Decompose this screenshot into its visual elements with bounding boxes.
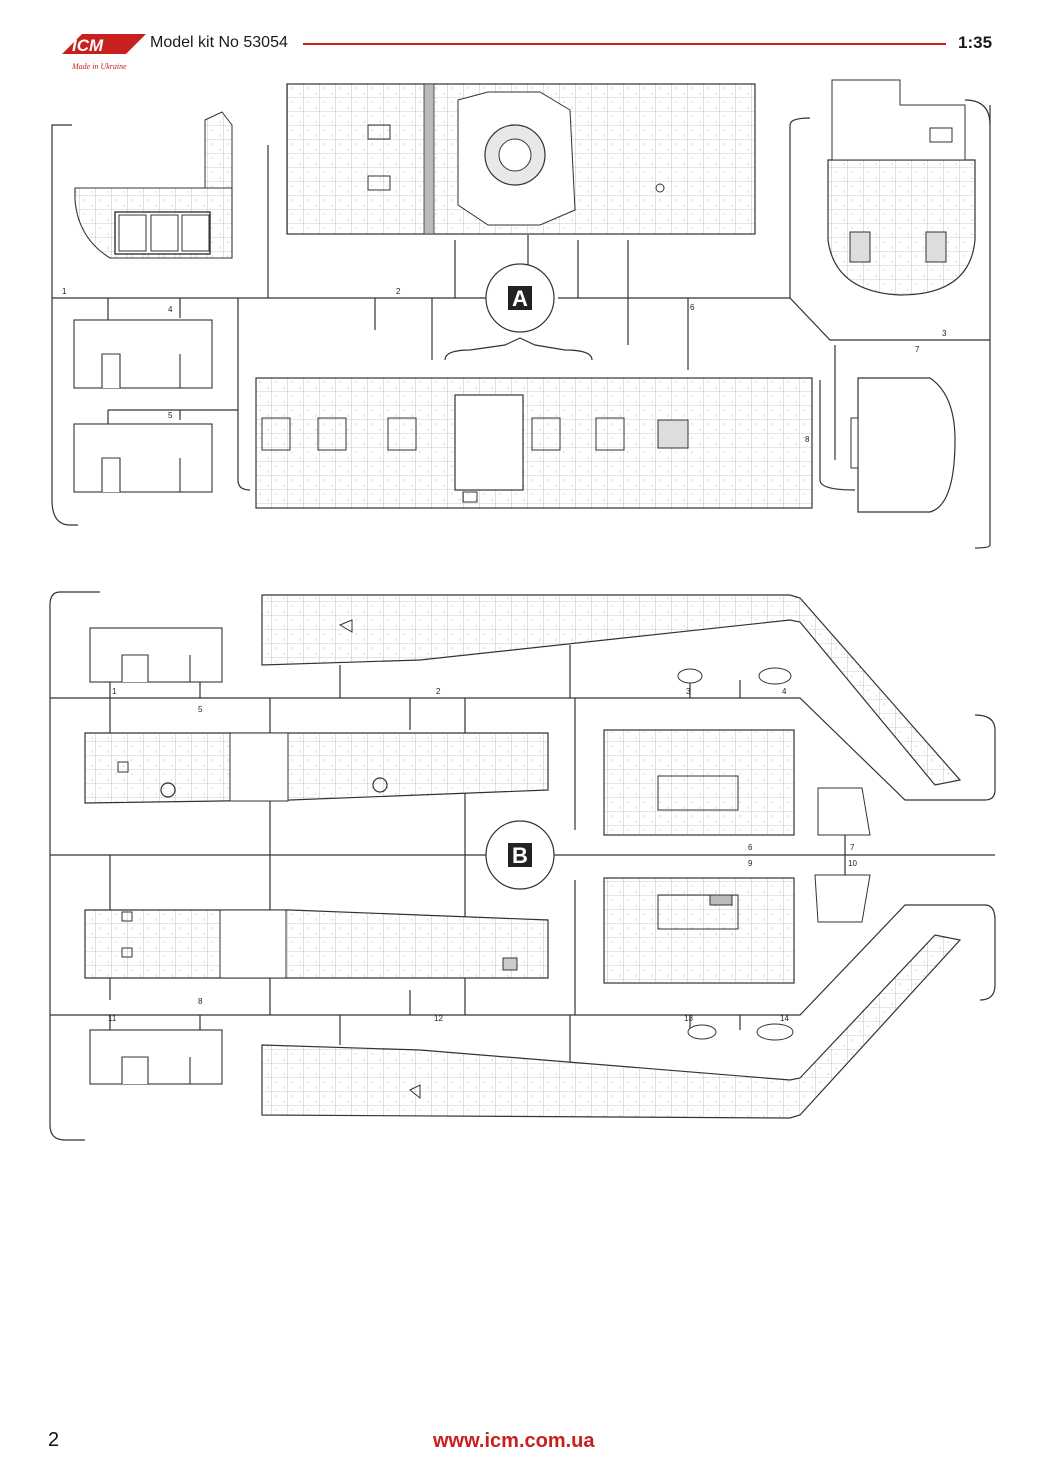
icm-logo: ICM Made in Ukraine <box>56 24 152 74</box>
sprue-a-left-box <box>74 111 233 259</box>
sprue-b-gate-10: 10 <box>848 859 857 868</box>
sprue-b-badge: B <box>485 820 555 890</box>
sprue-b-gate-12: 12 <box>434 1014 443 1023</box>
sprue-b-gate-5: 5 <box>198 705 203 714</box>
sprue-b-gate-7: 7 <box>850 843 855 852</box>
header-rule <box>303 43 946 45</box>
sprue-b-lower-mid-plate <box>84 909 549 979</box>
sprue-b-gate-14: 14 <box>780 1014 789 1023</box>
sprue-b-bottom-side-plate <box>261 934 962 1119</box>
logo-tagline-text: Made in Ukraine <box>71 62 127 71</box>
sprue-a-gate-6: 6 <box>690 303 695 312</box>
sprue-b-gate-labels: 1 2 3 4 5 6 7 8 9 10 11 12 13 14 <box>108 687 857 1023</box>
sprue-b-gate-4: 4 <box>782 687 787 696</box>
sprue-b-gate-3: 3 <box>686 687 691 696</box>
sprue-a-gate-8: 8 <box>805 435 810 444</box>
sprue-b-left-frames <box>89 627 223 1085</box>
sprue-b-gate-8: 8 <box>198 997 203 1006</box>
sprue-a-gate-3: 3 <box>942 329 947 338</box>
sprue-a-gate-7: 7 <box>915 345 920 354</box>
sprue-a <box>51 99 991 549</box>
sprue-a-lower-plate <box>255 377 813 509</box>
sprue-b-right-panels <box>603 729 795 984</box>
sprue-a-gate-4: 4 <box>168 305 173 314</box>
sprue-a-left-frames <box>73 319 213 493</box>
sprue-b-upper-mid-plate <box>84 732 549 804</box>
page-number: 2 <box>48 1429 60 1451</box>
sprue-b-gate-2: 2 <box>436 687 441 696</box>
sprue-b-gate-11: 11 <box>108 1014 117 1023</box>
sprue-a-right-panel <box>827 79 976 296</box>
sprue-b-small-parts <box>677 667 871 1041</box>
sprue-a-upper-deck <box>286 83 756 235</box>
sprue-b-gate-9: 9 <box>748 859 753 868</box>
sprue-a-gate-labels: 1 2 3 4 5 6 7 8 <box>62 287 947 444</box>
sprue-a-gate-2: 2 <box>396 287 401 296</box>
sprue-a-gate-5: 5 <box>168 411 173 420</box>
sprue-b-gate-1: 1 <box>112 687 117 696</box>
sprue-b-gate-6: 6 <box>748 843 753 852</box>
sprue-a-letter: A <box>512 286 528 311</box>
sprue-b-letter: B <box>512 843 528 868</box>
sprue-a-rounded-box <box>850 377 956 513</box>
sprue-b <box>49 591 996 1141</box>
scale-label: 1:35 <box>958 33 993 52</box>
sprue-a-badge: A <box>485 263 555 333</box>
logo-brand-text: ICM <box>72 36 104 55</box>
sprue-drawing: A 1 2 3 4 5 6 7 8 <box>49 79 996 1141</box>
kit-title: Model kit No 53054 <box>150 34 288 51</box>
sprue-b-top-side-plate <box>261 594 962 786</box>
sprue-a-gate-1: 1 <box>62 287 67 296</box>
website-link[interactable]: www.icm.com.ua <box>433 1430 595 1452</box>
sprue-b-gate-13: 13 <box>684 1014 693 1023</box>
